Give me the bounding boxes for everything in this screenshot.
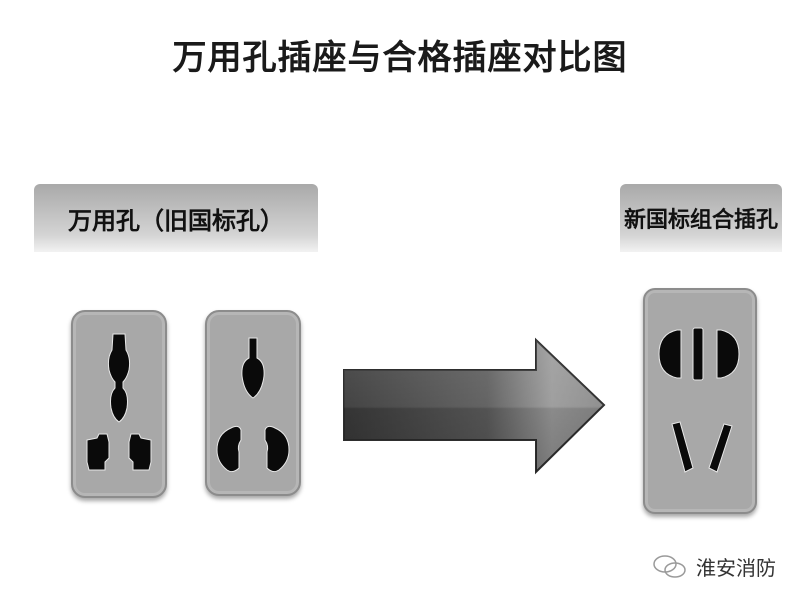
arrow-right-icon <box>343 337 606 475</box>
watermark: 淮安消防 <box>652 552 776 581</box>
new-standard-label-text: 新国标组合插孔 <box>623 208 778 233</box>
universal-socket-2 <box>205 310 301 496</box>
watermark-text: 淮安消防 <box>696 556 776 580</box>
universal-socket-holes-icon <box>216 337 290 473</box>
diagram-title: 万用孔插座与合格插座对比图 <box>172 38 628 78</box>
wechat-icon <box>653 554 686 578</box>
universal-socket-holes-icon <box>86 333 152 471</box>
universal-socket-1 <box>71 310 167 498</box>
new-standard-socket-holes-icon <box>658 327 740 473</box>
new-standard-socket <box>643 288 757 514</box>
new-standard-label: 新国标组合插孔 <box>620 184 782 252</box>
old-standard-label-text: 万用孔（旧国标孔） <box>68 206 284 235</box>
old-standard-label: 万用孔（旧国标孔） <box>34 184 318 252</box>
